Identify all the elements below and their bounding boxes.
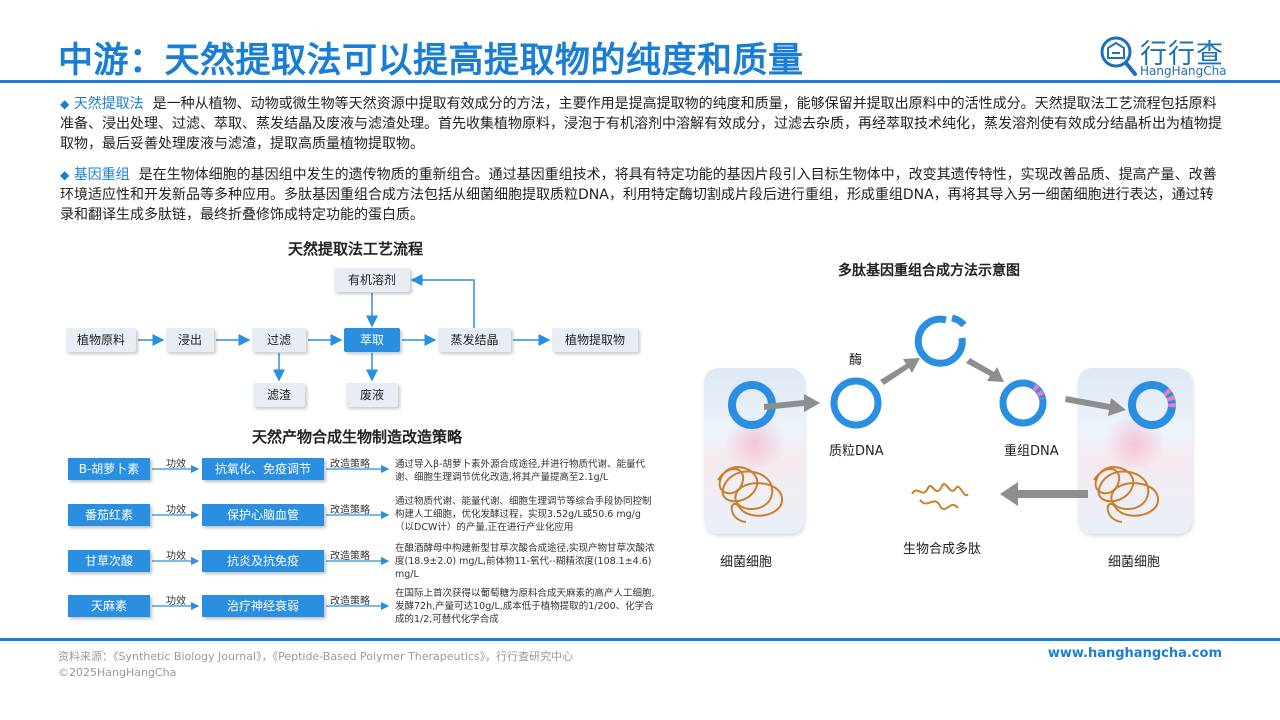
paragraph-gene-recombination: ◆ 基因重组 是在生物体细胞的基因组中发生的遗传物质的重新组合。通过基因重组技术… bbox=[60, 165, 1224, 225]
recombinant-label: 重组DNA bbox=[1004, 444, 1059, 459]
plasmid-label: 质粒DNA bbox=[829, 444, 884, 459]
flow-residue: 滤渣 bbox=[253, 383, 305, 407]
cell-label-right: 细菌细胞 bbox=[1108, 555, 1161, 570]
effect-label: 功效 bbox=[166, 551, 186, 562]
flow-organic-solvent: 有机溶剂 bbox=[334, 268, 410, 292]
flow-step-evaporation: 蒸发结晶 bbox=[438, 328, 511, 352]
strategy-description: 通过导入β-胡萝卜素外源合成途径,并进行物质代谢、能量代谢、细胞生理调节优化改造… bbox=[395, 459, 646, 483]
strategy-description: 在国际上首次获得以葡萄糖为原料合成天麻素的高产人工细胞,发酵72h,产量可达10… bbox=[395, 588, 655, 625]
diagram-title: 多肽基因重组合成方法示意图 bbox=[838, 263, 1020, 279]
website-link[interactable]: www.hanghangcha.com bbox=[1047, 646, 1222, 661]
paragraph-natural-extraction: ◆ 天然提取法 是一种从植物、动物或微生物等天然资源中提取有效成分的方法，主要作… bbox=[60, 94, 1224, 154]
source-note: 资料来源：《Synthetic Biology Journal》，《Peptid… bbox=[58, 650, 574, 663]
keyword-natural-extraction: 天然提取法 bbox=[73, 96, 144, 112]
strategy-compound: 甘草次酸 bbox=[68, 550, 150, 572]
keyword-gene-recombination: 基因重组 bbox=[73, 167, 130, 183]
strategy-title: 天然产物合成生物制造改造策略 bbox=[252, 428, 463, 446]
strategy-effect: 抗炎及抗免疫 bbox=[202, 550, 324, 572]
enzyme-label: 酶 bbox=[849, 353, 863, 368]
diamond-bullet-icon: ◆ bbox=[60, 97, 70, 111]
flow-step-raw-material: 植物原料 bbox=[66, 328, 136, 352]
strategy-label: 改造策略 bbox=[330, 459, 370, 470]
strategy-effect: 抗氧化、免疫调节 bbox=[202, 458, 324, 480]
copyright: ©2025HangHangCha bbox=[58, 666, 177, 679]
cell-glow bbox=[1100, 418, 1170, 468]
insert-segment-icon bbox=[1031, 384, 1046, 401]
strategy-compound: 天麻素 bbox=[68, 595, 150, 617]
arrow-icon bbox=[1000, 482, 1088, 506]
footer-rule bbox=[0, 638, 1280, 641]
cut-plasmid-icon bbox=[914, 315, 966, 367]
effect-label: 功效 bbox=[166, 505, 186, 516]
flow-step-leaching: 浸出 bbox=[166, 328, 214, 352]
effect-label: 功效 bbox=[166, 596, 186, 607]
strategy-compound: 番茄红素 bbox=[68, 504, 150, 526]
flow-waste-liquid: 废液 bbox=[346, 383, 398, 407]
polypeptide-label: 生物合成多肽 bbox=[903, 542, 982, 557]
cell-label-left: 细菌细胞 bbox=[720, 555, 773, 570]
logo: 行行查 HangHangCha bbox=[1098, 34, 1238, 80]
paragraph-text: 是一种从植物、动物或微生物等天然资源中提取有效成分的方法，主要作用是提高提取物的… bbox=[60, 96, 1222, 152]
flow-title: 天然提取法工艺流程 bbox=[288, 240, 424, 258]
strategy-label: 改造策略 bbox=[330, 551, 370, 562]
diamond-bullet-icon: ◆ bbox=[60, 168, 70, 182]
flow-step-extraction: 萃取 bbox=[344, 328, 400, 352]
polypeptide-icon bbox=[911, 483, 969, 511]
cell-glow bbox=[720, 418, 790, 468]
header-rule bbox=[0, 80, 1280, 83]
logo-name: 行行查 bbox=[1140, 39, 1224, 70]
paragraph-text: 是在生物体细胞的基因组中发生的遗传物质的重新组合。通过基因重组技术，将具有特定功… bbox=[60, 167, 1217, 223]
strategy-label: 改造策略 bbox=[330, 505, 370, 516]
arrow-icon bbox=[880, 358, 920, 385]
strategy-effect: 保护心脑血管 bbox=[202, 504, 324, 526]
flow-step-extract-product: 植物提取物 bbox=[552, 328, 638, 352]
recombinant-dna-icon bbox=[999, 379, 1047, 427]
flow-step-filtration: 过滤 bbox=[252, 328, 306, 352]
logo-subtitle: HangHangCha bbox=[1140, 64, 1227, 78]
strategy-description: 在酿酒酵母中构建新型甘草次酸合成途径,实现产物甘草次酸浓度(18.9±2.0) … bbox=[395, 543, 655, 580]
strategy-effect: 治疗神经衰弱 bbox=[202, 595, 324, 617]
magnifier-logo-icon bbox=[1100, 36, 1137, 76]
strategy-compound: Β-胡萝卜素 bbox=[68, 458, 150, 480]
plasmid-dna-icon bbox=[830, 377, 882, 429]
effect-label: 功效 bbox=[166, 459, 186, 470]
strategy-label: 改造策略 bbox=[330, 596, 370, 607]
strategy-description: 通过物质代谢、能量代谢、细胞生理调节等综合手段协同控制构建人工细胞，优化发酵过程… bbox=[395, 496, 652, 533]
arrow-icon bbox=[966, 358, 1004, 382]
page-title: 中游：天然提取法可以提高提取物的纯度和质量 bbox=[58, 41, 804, 81]
